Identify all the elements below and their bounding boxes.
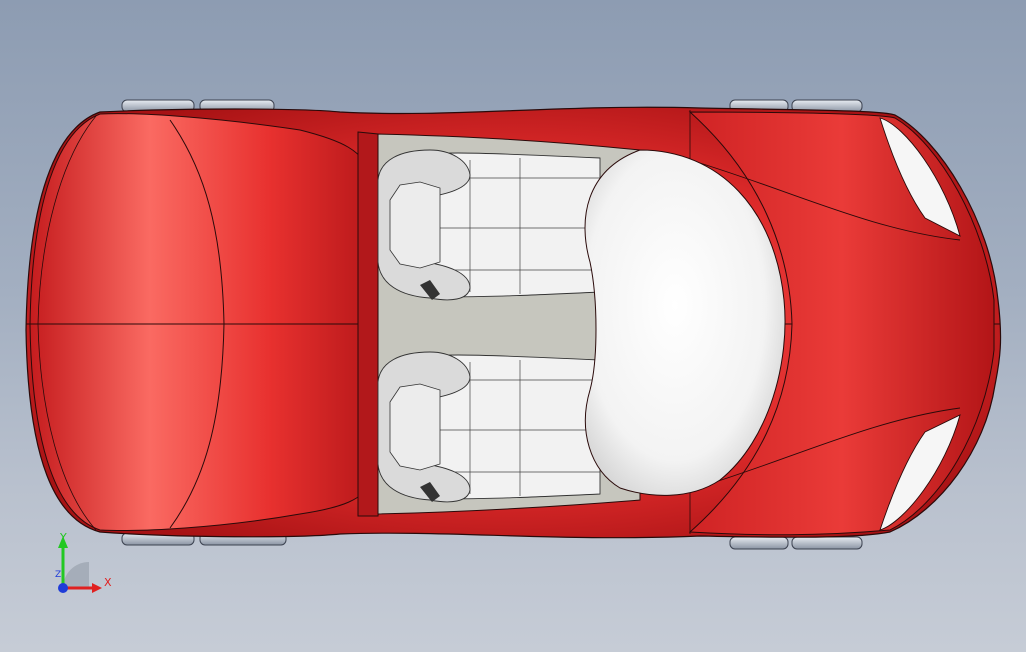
front-hood <box>29 113 373 531</box>
y-axis-label: Y <box>60 531 67 544</box>
hood-crease-lower <box>169 323 225 529</box>
tonneau-cover <box>584 149 786 496</box>
rear-deck-crease-lower <box>689 407 961 491</box>
axis-triad: Y X Z <box>46 528 126 600</box>
seat-lower <box>377 351 601 503</box>
wheel-rear-right <box>729 536 863 550</box>
seat-upper <box>377 149 601 301</box>
rear-deck <box>688 111 995 536</box>
z-axis-label: Z <box>55 570 62 580</box>
tail-light-lower <box>879 414 961 531</box>
x-axis-label: X <box>104 576 112 589</box>
rear-deck-crease <box>689 159 961 241</box>
axis-triad-graphic <box>58 536 102 593</box>
tail-light-upper <box>879 117 961 237</box>
hood-crease-upper <box>169 119 225 325</box>
z-axis-dot <box>58 583 68 593</box>
